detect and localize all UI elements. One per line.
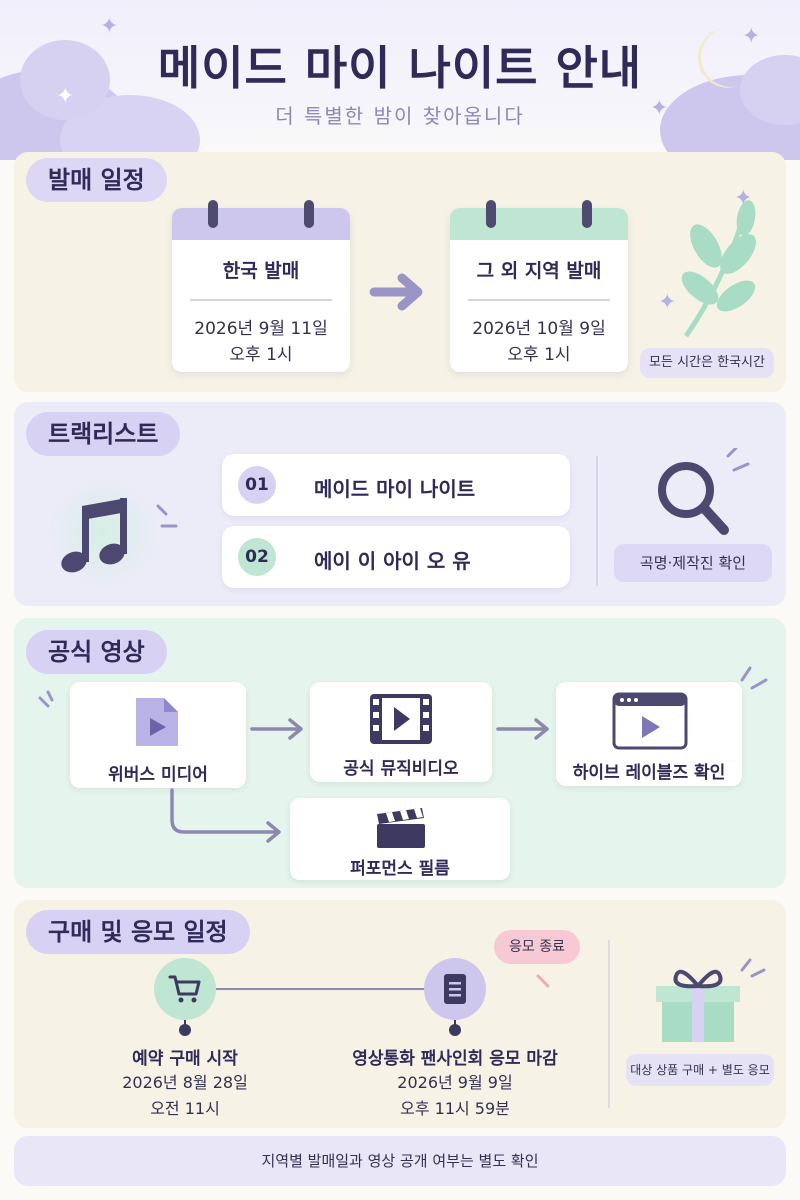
track-name: 에이 이 아이 오 유 bbox=[314, 549, 471, 573]
arrow-right-icon bbox=[496, 718, 549, 740]
other-release-time: 오후 1시 bbox=[507, 345, 571, 365]
sparkle-icon: ✦ bbox=[734, 186, 753, 211]
korea-release-title: 한국 발매 bbox=[222, 260, 300, 282]
shopping-cart-icon bbox=[168, 975, 201, 1003]
sparkle-icon: ✦ bbox=[742, 24, 761, 49]
track-item-2[interactable]: 02 에이 이 아이 오 유 bbox=[222, 526, 570, 588]
performance-film-card[interactable]: 퍼포먼스 필름 bbox=[290, 798, 510, 880]
calendar-ring bbox=[486, 200, 496, 228]
timezone-note: 모든 시간은 한국시간 bbox=[640, 348, 774, 378]
calendar-ring bbox=[304, 200, 314, 228]
sparkle-icon: ✦ bbox=[650, 96, 669, 121]
fansign-node bbox=[424, 958, 486, 1020]
track-number: 01 bbox=[238, 466, 276, 504]
korea-release-date: 2026년 9월 11일 오후 1시 bbox=[172, 316, 350, 368]
preorder-title: 예약 구매 시작 bbox=[132, 1049, 238, 1069]
page-subtitle: 더 특별한 밤이 찾아옵니다 bbox=[275, 104, 525, 128]
arrow-branch-icon bbox=[170, 788, 281, 843]
preorder-date: 2026년 8월 28일 오전 11시 bbox=[90, 1070, 280, 1122]
other-release-title: 그 외 지역 발매 bbox=[476, 260, 602, 282]
document-icon bbox=[444, 974, 466, 1004]
header-background bbox=[0, 0, 800, 160]
fansign-day: 2026년 9월 9일 bbox=[397, 1073, 513, 1092]
purchase-section-title: 구매 및 응모 일정 bbox=[26, 910, 250, 954]
timeline-line bbox=[216, 988, 428, 990]
other-release-day: 2026년 10월 9일 bbox=[472, 319, 606, 339]
calendar-other-release: 그 외 지역 발매 2026년 10월 9일 오후 1시 bbox=[450, 200, 628, 372]
footer-note: 지역별 발매일과 영상 공개 여부는 별도 확인 bbox=[14, 1136, 786, 1186]
sparkle-lines-icon bbox=[740, 666, 768, 690]
other-release-date: 2026년 10월 9일 오후 1시 bbox=[450, 316, 628, 368]
credit-note[interactable]: 곡명·제작진 확인 bbox=[614, 544, 772, 582]
release-section-title: 발매 일정 bbox=[26, 158, 167, 202]
node-dot bbox=[179, 1024, 191, 1036]
cloud-left-3 bbox=[20, 40, 110, 120]
music-note-icon bbox=[61, 498, 127, 573]
track-item-1[interactable]: 01 메이드 마이 나이트 bbox=[222, 454, 570, 516]
preorder-day: 2026년 8월 28일 bbox=[122, 1073, 248, 1092]
calendar-korea-release: 한국 발매 2026년 9월 11일 오후 1시 bbox=[172, 200, 350, 372]
browser-video-icon bbox=[612, 692, 688, 750]
sparkle-icon: ✦ bbox=[100, 14, 119, 39]
korea-release-day: 2026년 9월 11일 bbox=[194, 319, 328, 339]
calendar-header bbox=[450, 208, 628, 240]
preorder-node bbox=[154, 958, 216, 1020]
hybe-labels-card[interactable]: 하이브 레이블즈 확인 bbox=[556, 682, 742, 786]
film-play-icon bbox=[370, 694, 432, 744]
gift-box-icon bbox=[656, 969, 740, 1042]
arrow-right-icon bbox=[369, 273, 423, 311]
fansign-time: 오후 11시 59분 bbox=[400, 1099, 510, 1118]
divider bbox=[468, 299, 610, 301]
track-number: 02 bbox=[238, 538, 276, 576]
divider bbox=[190, 299, 332, 301]
weverse-label: 위버스 미디어 bbox=[108, 765, 208, 785]
sparkle-lines-icon bbox=[38, 690, 54, 708]
closed-badge: 응모 종료 bbox=[494, 930, 580, 964]
node-dot bbox=[449, 1024, 461, 1036]
clapperboard-icon bbox=[377, 808, 425, 848]
official-mv-card[interactable]: 공식 뮤직비디오 bbox=[310, 682, 492, 782]
track-name: 메이드 마이 나이트 bbox=[314, 477, 476, 501]
sparkle-lines-icon bbox=[156, 504, 178, 528]
fansign-title: 영상통화 팬사인회 응모 마감 bbox=[352, 1049, 558, 1069]
calendar-ring bbox=[582, 200, 592, 228]
page-title: 메이드 마이 나이트 안내 bbox=[157, 41, 643, 95]
official-mv-label: 공식 뮤직비디오 bbox=[343, 759, 459, 779]
leaf-branch-icon bbox=[681, 200, 756, 338]
sparkle-icon: ✦ bbox=[56, 84, 75, 109]
sparkle-lines-icon bbox=[740, 958, 766, 978]
sparkle-lines-icon bbox=[536, 974, 550, 988]
sparkle-icon: ✦ bbox=[658, 290, 677, 315]
performance-film-label: 퍼포먼스 필름 bbox=[350, 859, 450, 879]
tracklist-section-title: 트랙리스트 bbox=[26, 412, 181, 456]
weverse-media-card[interactable]: 위버스 미디어 bbox=[70, 682, 246, 788]
fansign-date: 2026년 9월 9일 오후 11시 59분 bbox=[330, 1070, 580, 1122]
video-file-icon bbox=[136, 698, 178, 746]
calendar-ring bbox=[208, 200, 218, 228]
arrow-right-icon bbox=[250, 718, 303, 740]
divider bbox=[596, 456, 598, 586]
video-section-title: 공식 영상 bbox=[26, 630, 167, 674]
search-icon bbox=[658, 448, 750, 535]
hybe-labels-label: 하이브 레이블즈 확인 bbox=[572, 763, 726, 783]
korea-release-time: 오후 1시 bbox=[229, 345, 293, 365]
calendar-header bbox=[172, 208, 350, 240]
preorder-time: 오전 11시 bbox=[150, 1099, 220, 1118]
divider bbox=[608, 940, 610, 1108]
gift-note: 대상 상품 구매 + 별도 응모 bbox=[626, 1054, 774, 1086]
